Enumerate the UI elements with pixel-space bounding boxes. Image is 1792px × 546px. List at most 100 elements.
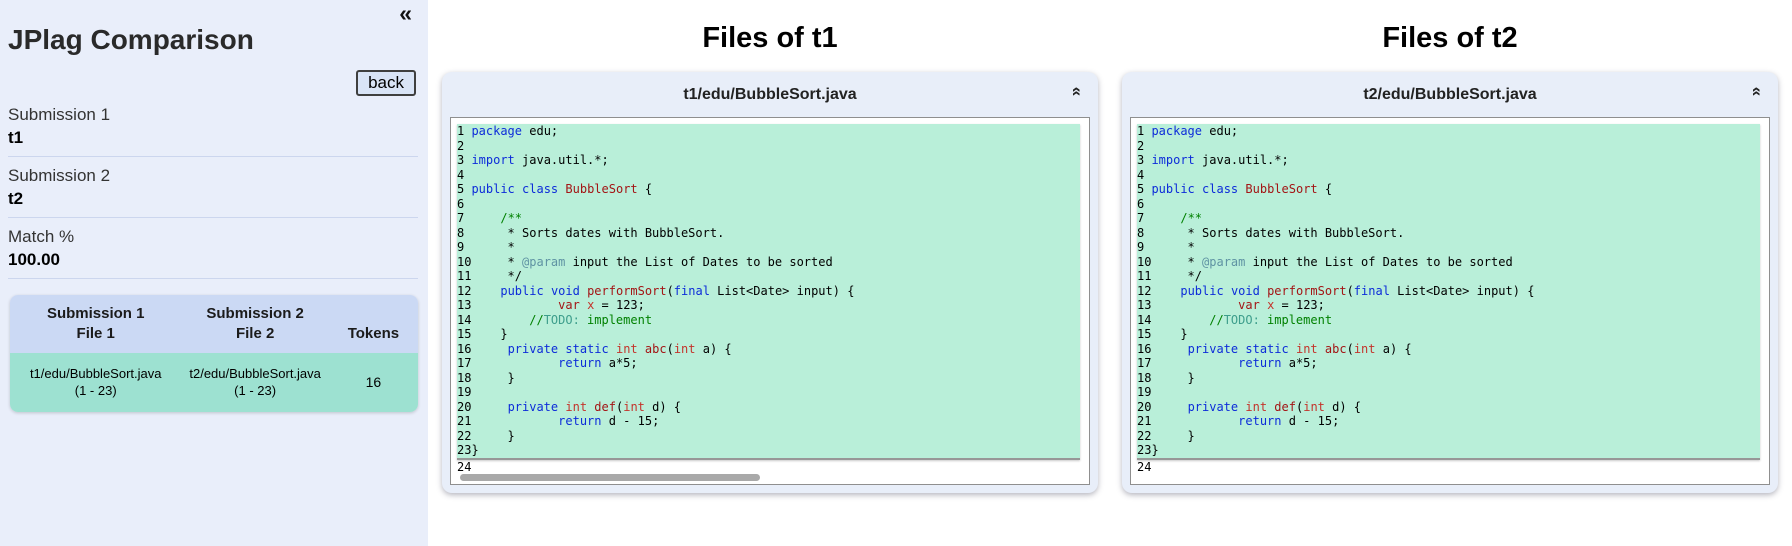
- line-number: 16: [1137, 341, 1152, 356]
- line-number: 21: [1137, 414, 1152, 428]
- collapse-panel-icon[interactable]: «: [1067, 86, 1087, 97]
- code-line: 17 return a*5;: [1137, 356, 1318, 370]
- code-line: 19: [1137, 385, 1760, 400]
- line-number: 1: [1137, 124, 1145, 138]
- code-line: 22 }: [457, 428, 515, 443]
- files-of-t1-heading: Files of t1: [702, 22, 838, 54]
- collapse-panel-icon[interactable]: «: [1747, 86, 1767, 97]
- back-button[interactable]: back: [356, 70, 416, 96]
- code-line: 20 private int def(int d) {: [1137, 399, 1362, 414]
- match-percent-value: 100.00: [8, 250, 60, 269]
- line-number: 5: [1137, 182, 1145, 196]
- line-number: 13: [457, 298, 472, 312]
- submission-2-value: t2: [8, 189, 24, 208]
- code-line: 2: [1137, 139, 1760, 154]
- code-line: 24: [457, 460, 1089, 475]
- line-number: 3: [1137, 153, 1145, 167]
- submission-1-label: Submission 1: [8, 105, 111, 124]
- file-panel-t2-title: t2/edu/BubbleSort.java: [1363, 86, 1537, 103]
- code-line: 9 *: [1137, 240, 1195, 254]
- line-number: 3: [457, 153, 465, 167]
- code-line: 18 }: [1137, 370, 1195, 385]
- code-line: 21 return d - 15;: [1137, 414, 1340, 428]
- code-line: 15 }: [457, 327, 508, 341]
- line-number: 17: [457, 356, 472, 370]
- horizontal-scrollbar[interactable]: [460, 474, 760, 481]
- line-number: 14: [1137, 312, 1152, 327]
- code-line: 14 //TODO: implement: [1137, 312, 1333, 327]
- line-number: 6: [457, 196, 465, 211]
- line-number: 12: [457, 283, 472, 298]
- code-line: 21 return d - 15;: [457, 414, 660, 428]
- code-line: 23}: [457, 443, 479, 457]
- file-panel-t1-header: t1/edu/BubbleSort.java «: [442, 72, 1098, 117]
- line-number: 10: [457, 254, 472, 269]
- submission-1-value: t1: [8, 128, 24, 147]
- code-line: 6: [1137, 197, 1760, 212]
- line-number: 15: [1137, 327, 1152, 341]
- code-line: 19: [457, 385, 1080, 400]
- code-line: 16 private static int abc(int a) {: [1137, 341, 1412, 356]
- code-line: 15 }: [1137, 327, 1188, 341]
- line-number: 11: [1137, 269, 1152, 283]
- line-number: 4: [457, 167, 465, 182]
- line-number: 8: [1137, 225, 1145, 240]
- code-line: 11 */: [457, 269, 523, 283]
- line-number: 13: [1137, 298, 1152, 312]
- line-number: 23: [1137, 443, 1152, 457]
- sidebar-collapse-icon[interactable]: «: [399, 0, 412, 26]
- files-of-t2-heading: Files of t2: [1382, 22, 1518, 54]
- line-number: 22: [1137, 428, 1152, 443]
- match-percent-label: Match %: [8, 227, 75, 246]
- line-number: 24: [1137, 459, 1152, 474]
- code-line: 6: [457, 197, 1080, 212]
- line-number: 7: [1137, 211, 1145, 225]
- code-line: 22 }: [1137, 428, 1195, 443]
- line-number: 15: [457, 327, 472, 341]
- code-line: 8 * Sorts dates with BubbleSort.: [1137, 225, 1405, 240]
- match-table-row[interactable]: t1/edu/BubbleSort.java(1 - 23)t2/edu/Bub…: [10, 352, 418, 412]
- line-number: 9: [457, 240, 465, 254]
- file-panel-t2-header: t2/edu/BubbleSort.java «: [1122, 72, 1778, 117]
- match-table-column-header: Tokens: [347, 325, 400, 343]
- match-tokens: 16: [365, 373, 382, 390]
- code-line: 13 var x = 123;: [1137, 298, 1325, 312]
- code-line: 7 /**: [1137, 211, 1203, 225]
- page-title: JPlag Comparison: [8, 24, 254, 55]
- code-line: 17 return a*5;: [457, 356, 638, 370]
- code-line: 2: [457, 139, 1080, 154]
- line-number: 14: [457, 312, 472, 327]
- line-number: 1: [457, 124, 465, 138]
- comparison-summary: Submission 1 t1 Submission 2 t2 Match % …: [8, 96, 418, 279]
- line-number: 10: [1137, 254, 1152, 269]
- code-line: 4: [457, 168, 1080, 183]
- line-number: 22: [457, 428, 472, 443]
- line-number: 18: [457, 370, 472, 385]
- code-line: 10 * @param input the List of Dates to b…: [457, 254, 833, 269]
- code-line: 18 }: [457, 370, 515, 385]
- code-line: 16 private static int abc(int a) {: [457, 341, 732, 356]
- code-line: 20 private int def(int d) {: [457, 399, 682, 414]
- line-number: 20: [1137, 399, 1152, 414]
- line-number: 17: [1137, 356, 1152, 370]
- line-number: 2: [1137, 138, 1145, 153]
- line-number: 5: [457, 182, 465, 196]
- line-number: 20: [457, 399, 472, 414]
